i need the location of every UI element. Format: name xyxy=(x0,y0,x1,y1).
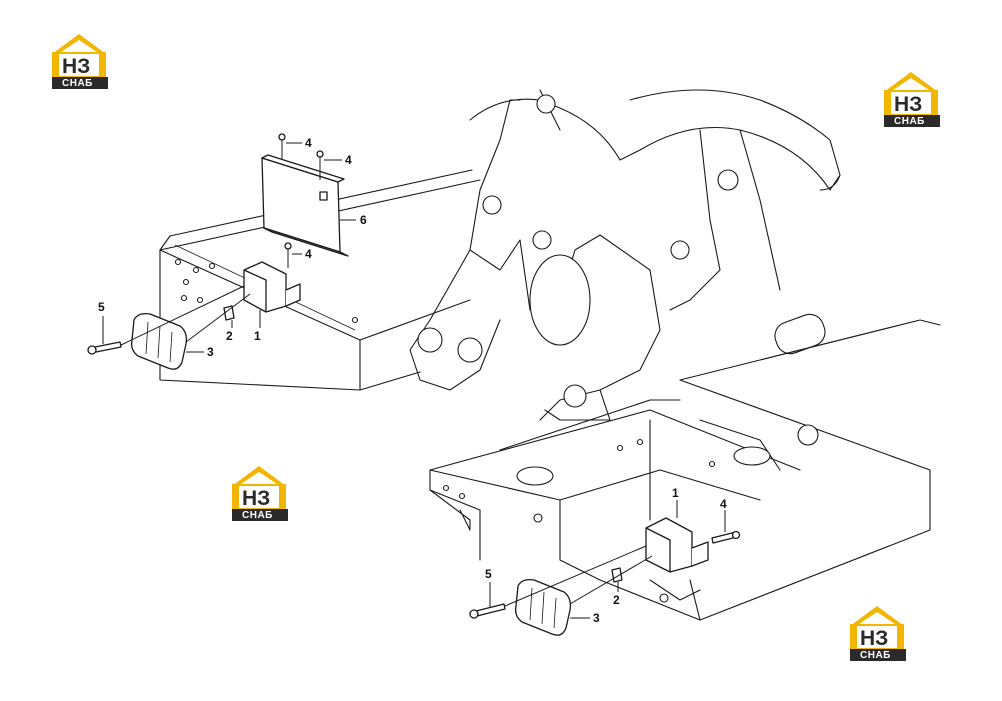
chassis-frame xyxy=(159,89,941,621)
brand-logo-watermark: НЗ СНАБ xyxy=(846,604,908,662)
callout-6: 6 xyxy=(360,213,367,227)
callout-2: 2 xyxy=(613,593,620,607)
callout-4-a: 4 xyxy=(305,136,312,150)
svg-text:НЗ: НЗ xyxy=(894,93,922,116)
callout-5: 5 xyxy=(485,567,492,581)
callouts-lower: 1 4 5 2 3 xyxy=(485,486,727,625)
bolt-part-2 xyxy=(223,305,235,321)
callout-5: 5 xyxy=(98,300,105,314)
lower-assembly xyxy=(469,517,741,636)
callout-1: 1 xyxy=(672,486,679,500)
callout-2: 2 xyxy=(226,329,233,343)
brand-logo-watermark: НЗ СНАБ xyxy=(880,70,942,128)
svg-text:СНАБ: СНАБ xyxy=(860,650,891,661)
svg-text:НЗ: НЗ xyxy=(860,627,888,650)
callout-3: 3 xyxy=(207,345,214,359)
callout-1: 1 xyxy=(254,329,261,343)
brand-logo-watermark: НЗ СНАБ xyxy=(228,464,290,522)
svg-text:НЗ: НЗ xyxy=(242,487,270,510)
callouts-upper: 4 4 4 6 5 2 1 3 xyxy=(98,136,367,359)
svg-text:СНАБ: СНАБ xyxy=(62,78,93,89)
cover-plate-part-6 xyxy=(261,157,341,253)
svg-text:СНАБ: СНАБ xyxy=(242,510,273,521)
callout-4: 4 xyxy=(720,497,727,511)
upper-assembly xyxy=(87,133,349,370)
callout-4-b: 4 xyxy=(345,153,352,167)
brand-logo-watermark: НЗ СНАБ xyxy=(48,32,110,90)
callout-3: 3 xyxy=(593,611,600,625)
bolt-part-4 xyxy=(278,133,286,141)
svg-text:СНАБ: СНАБ xyxy=(894,116,925,127)
callout-4-c: 4 xyxy=(305,247,312,261)
svg-text:НЗ: НЗ xyxy=(62,55,90,78)
